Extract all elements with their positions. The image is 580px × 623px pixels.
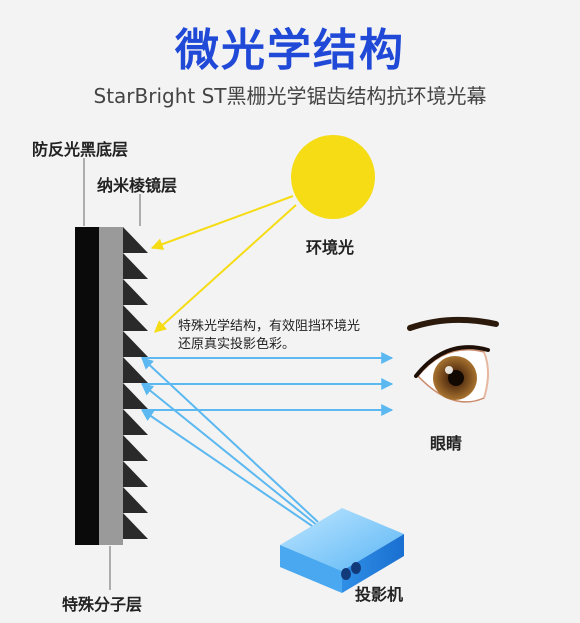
structure-note-line-2: 还原真实投影色彩。	[178, 337, 296, 352]
sun-label: 环境光	[306, 238, 355, 257]
eye-icon	[407, 316, 499, 403]
prism-teeth	[123, 227, 148, 545]
prism-layer-label: 纳米棱镜层	[97, 176, 178, 195]
ambient-ray-1	[150, 195, 294, 250]
projection-ray-in-3	[141, 409, 319, 531]
ambient-ray-2	[154, 204, 297, 333]
structure-note-line-1: 特殊光学结构，有效阻挡环境光	[178, 319, 361, 334]
structure-note: 特殊光学结构，有效阻挡环境光 还原真实投影色彩。	[178, 318, 408, 354]
sun-icon	[291, 135, 375, 219]
eye-label: 眼睛	[430, 434, 463, 453]
page-title: 微光学结构	[175, 25, 405, 76]
gray-layer	[99, 227, 123, 545]
projector-label: 投影机	[355, 585, 404, 604]
projector-icon	[280, 508, 404, 593]
special-layer-label: 特殊分子层	[62, 595, 143, 614]
page-subtitle: StarBright ST黑栅光学锯齿结构抗环境光幕	[93, 84, 487, 108]
black-layer	[75, 227, 99, 545]
black-layer-label: 防反光黑底层	[32, 140, 129, 159]
projection-ray-in-1	[141, 357, 319, 523]
projection-ray-in-2	[141, 383, 319, 527]
